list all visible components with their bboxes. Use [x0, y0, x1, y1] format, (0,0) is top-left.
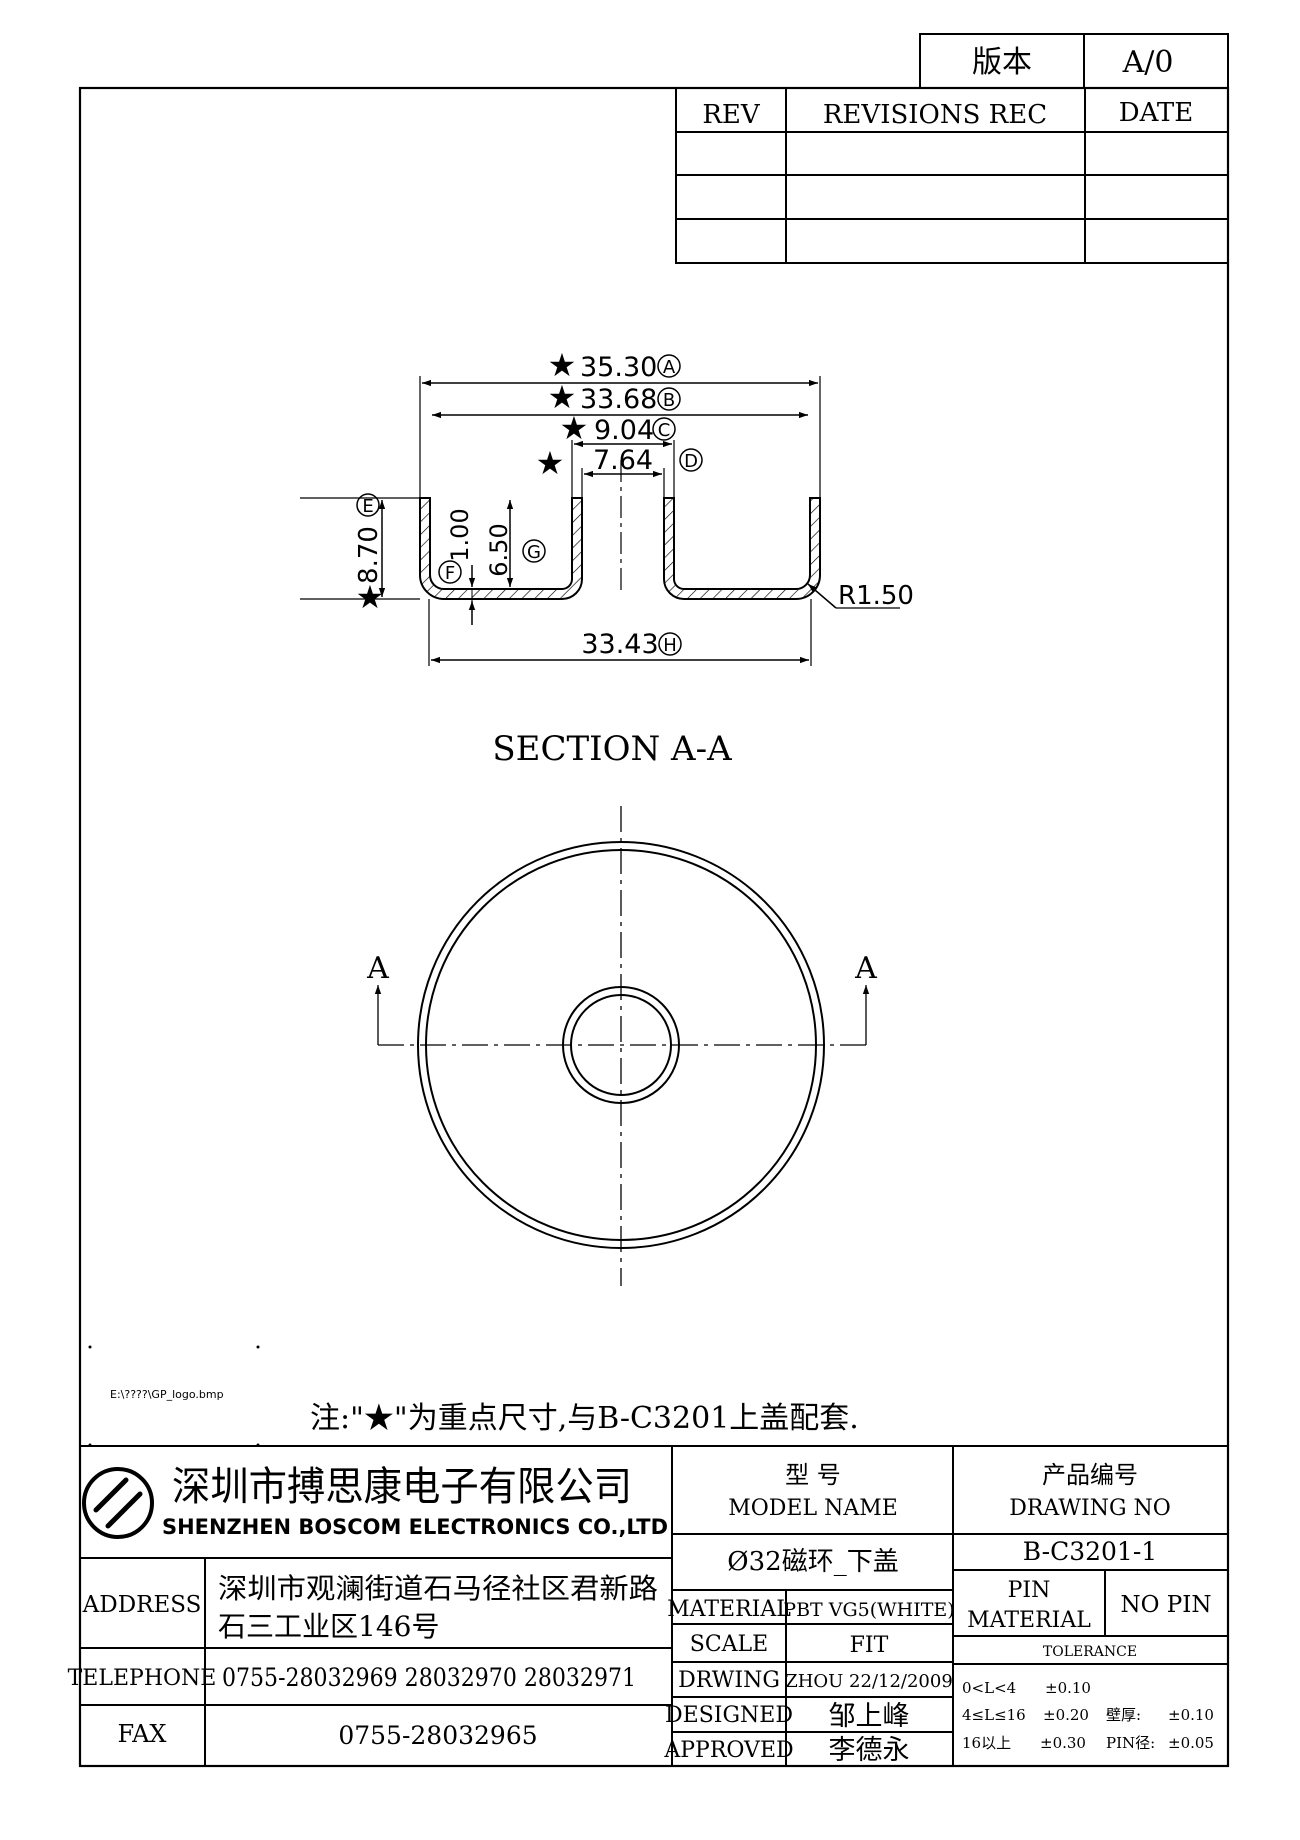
tolerance-value-3: ±0.30	[1040, 1734, 1086, 1752]
drwing-value: ZHOU 22/12/2009	[785, 1671, 953, 1692]
rev-header: REV	[702, 100, 761, 130]
version-label: 版本	[972, 45, 1032, 80]
material-value: PBT VG5(WHITE)	[783, 1599, 954, 1621]
dim-d-letter: D	[684, 451, 698, 472]
tolerance-value-2: ±0.20	[1043, 1706, 1089, 1724]
dim-g-letter: G	[527, 542, 541, 563]
company-name-cn: 深圳市搏思康电子有限公司	[172, 1464, 632, 1510]
approved-label: APPROVED	[663, 1738, 793, 1763]
scale-label: SCALE	[690, 1632, 768, 1657]
cut-label-right: A	[854, 951, 877, 986]
revisions-rec-header: REVISIONS REC	[823, 100, 1047, 130]
telephone-value: 0755-28032969 28032970 28032971	[222, 1663, 636, 1692]
wall-thickness-label: 壁厚:	[1106, 1706, 1141, 1724]
version-value: A/0	[1122, 45, 1174, 80]
dim-d-value: 7.64	[593, 445, 653, 476]
version-box: 版本 A/0	[919, 33, 1229, 89]
date-header: DATE	[1119, 98, 1194, 128]
company-logo	[82, 1467, 154, 1539]
section-title: SECTION A-A	[492, 729, 732, 769]
model-label-en: MODEL NAME	[728, 1496, 898, 1521]
designed-value: 邹上峰	[829, 1701, 910, 1732]
tolerance-range-2: 4≤L≤16	[962, 1706, 1026, 1724]
pin-label: PIN	[1008, 1578, 1051, 1603]
dim-b-letter: B	[663, 390, 675, 411]
designed-label: DESIGNED	[665, 1703, 793, 1728]
dim-b-value: 33.68	[580, 384, 657, 415]
pin-material-label: MATERIAL	[967, 1608, 1091, 1633]
approved-value: 李德永	[829, 1735, 910, 1766]
drwing-label: DRWING	[678, 1668, 780, 1693]
scale-value: FIT	[850, 1633, 889, 1658]
revisions-table: REV REVISIONS REC DATE	[675, 87, 1229, 264]
dim-f-value: 1.00	[446, 508, 474, 561]
model-label-cn: 型 号	[785, 1461, 841, 1489]
dim-a-letter: A	[663, 357, 676, 378]
logo-path-placeholder: E:\????\GP_logo.bmp	[110, 1388, 224, 1401]
tolerance-range-3: 16以上	[962, 1734, 1011, 1752]
dim-c-value: 9.04	[594, 415, 654, 446]
sheet-border	[78, 86, 1230, 1768]
material-label: MATERIAL	[667, 1597, 791, 1622]
section-profile	[419, 497, 821, 600]
tolerance-value-1: ±0.10	[1045, 1679, 1091, 1697]
telephone-label: TELEPHONE	[68, 1666, 217, 1691]
title-block	[80, 1445, 1228, 1766]
fax-value: 0755-28032965	[338, 1721, 537, 1750]
plan-view: A A	[366, 806, 877, 1286]
dim-e-value: 8.70	[354, 526, 384, 584]
company-name-en: SHENZHEN BOSCOM ELECTRONICS CO.,LTD	[162, 1515, 668, 1539]
cut-label-left: A	[366, 951, 389, 986]
dim-h-letter: H	[663, 635, 677, 656]
dim-c-letter: C	[658, 420, 671, 441]
section-view: ★ 35.30 A ★ 33.68 B ★ 9.04 C ★ 7.64 D 8.…	[300, 346, 914, 666]
address-line-1: 深圳市观澜街道石马径社区君新路	[218, 1572, 658, 1605]
dim-f-letter: F	[445, 563, 455, 584]
pin-value: NO PIN	[1121, 1592, 1212, 1618]
drawing-number-value: B-C3201-1	[1023, 1537, 1157, 1566]
model-name-value: Ø32磁环_下盖	[727, 1547, 898, 1577]
key-dim-star-b: ★	[548, 378, 577, 416]
key-dim-star-c: ★	[560, 409, 589, 447]
fax-label: FAX	[118, 1720, 167, 1748]
pin-diameter-value: ±0.05	[1168, 1734, 1214, 1752]
key-dim-star-a: ★	[548, 346, 577, 384]
wall-thickness-value: ±0.10	[1168, 1706, 1214, 1724]
dim-g-value: 6.50	[485, 523, 513, 576]
dim-a-value: 35.30	[580, 352, 657, 383]
dim-h-value: 33.43	[581, 629, 658, 660]
drawing-label-en: DRAWING NO	[1009, 1496, 1171, 1521]
tolerance-range-1: 0<L<4	[962, 1679, 1016, 1697]
note-text: 注:"★"为重点尺寸,与B-C3201上盖配套.	[310, 1401, 859, 1436]
pin-diameter-label: PIN径:	[1106, 1734, 1155, 1752]
tolerance-label: TOLERANCE	[1043, 1644, 1137, 1660]
dim-r-value: R1.50	[838, 581, 914, 611]
key-dim-star-d: ★	[536, 444, 565, 482]
address-line-2: 石三工业区146号	[218, 1610, 439, 1643]
key-dim-star-e: ★	[356, 578, 385, 616]
address-label: ADDRESS	[82, 1592, 202, 1618]
dim-e-letter: E	[362, 496, 373, 517]
drawing-label-cn: 产品编号	[1042, 1461, 1138, 1489]
